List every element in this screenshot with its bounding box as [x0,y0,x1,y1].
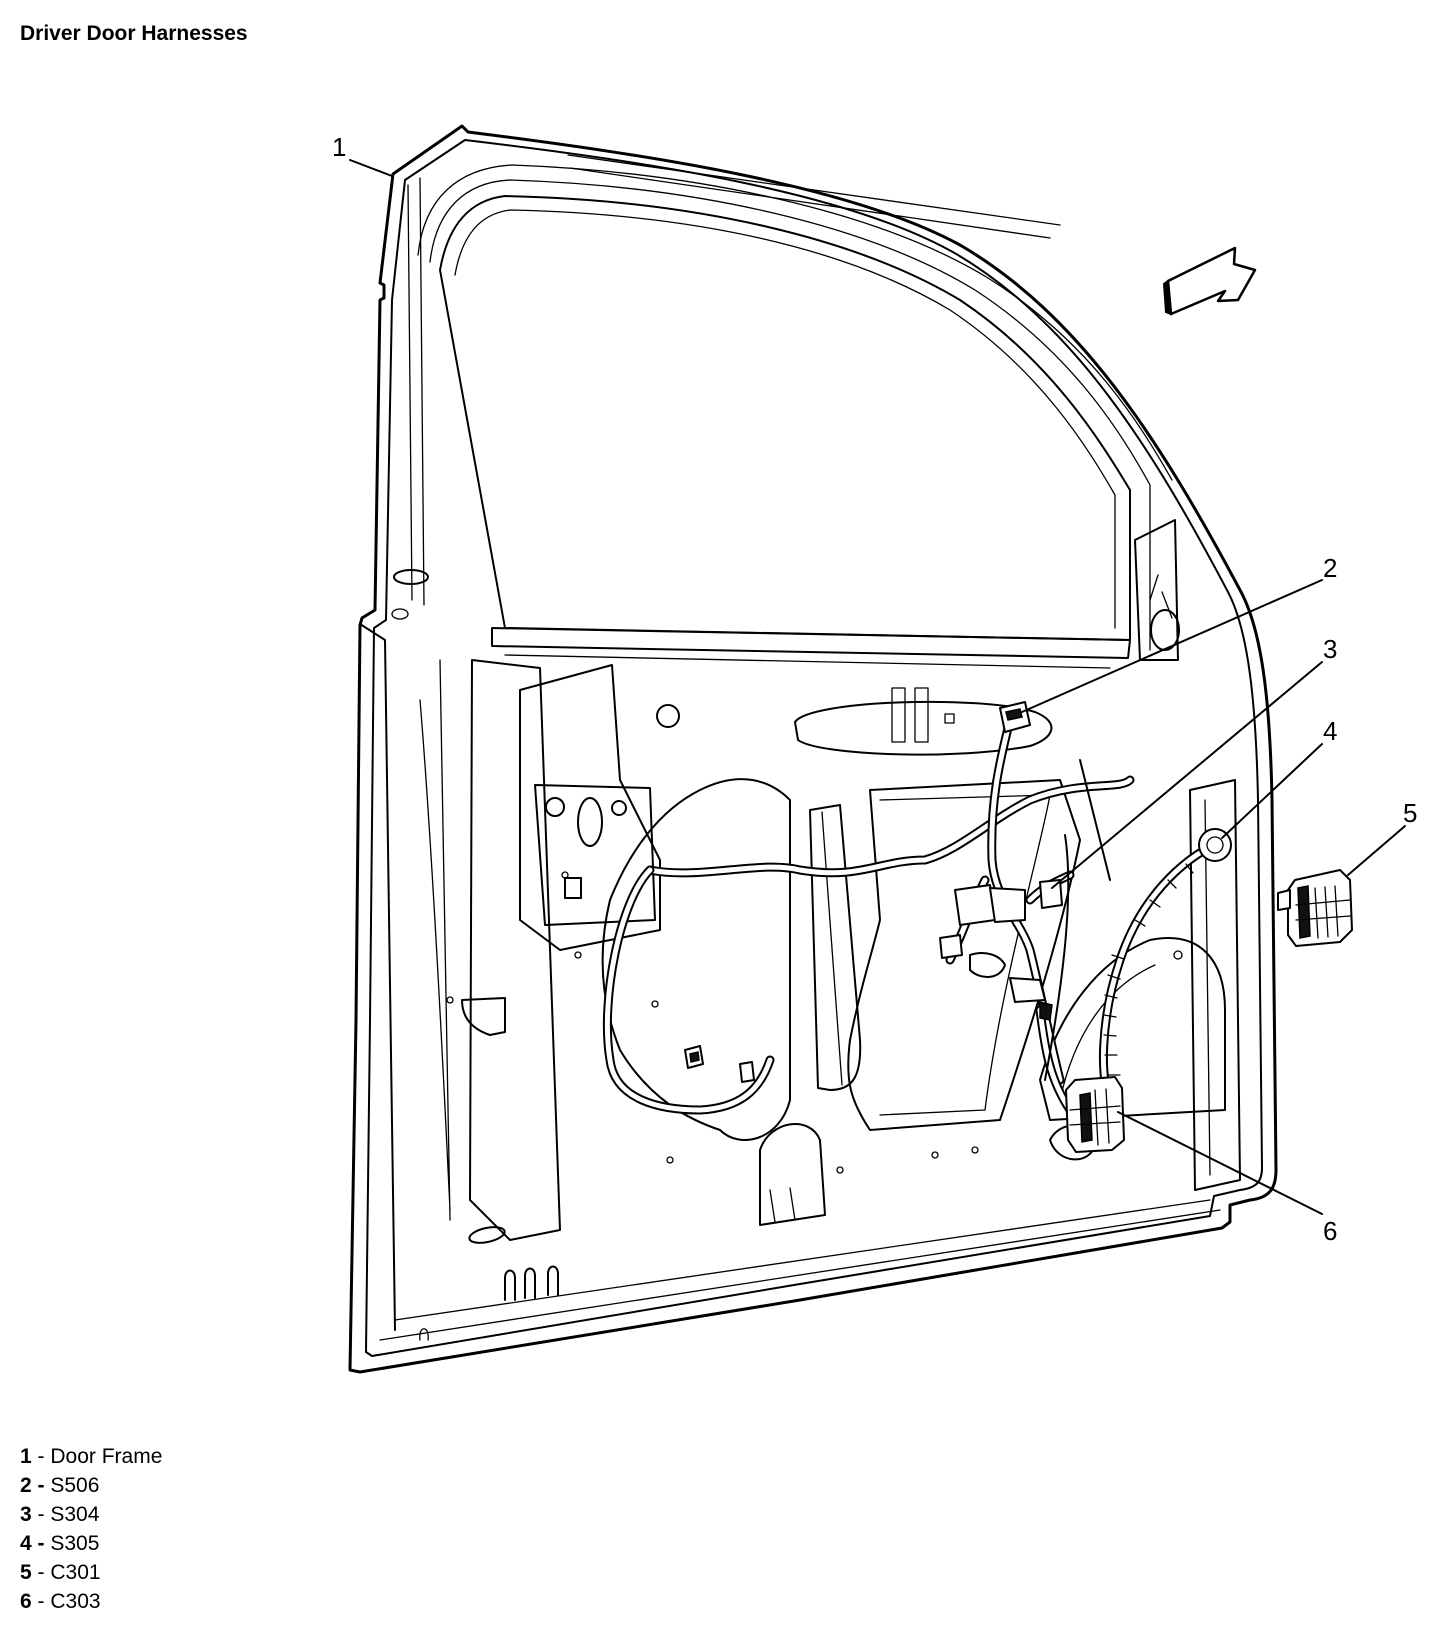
callout-5: 5 [1403,798,1417,828]
legend-item: 4 - S305 [20,1529,162,1558]
legend-separator: - [31,1445,51,1468]
legend-text: Door Frame [50,1445,163,1468]
legend-text: S304 [50,1503,100,1526]
door-frame [348,124,1278,1374]
legend-number: 1 [20,1445,32,1468]
front-direction-arrow [1166,246,1257,316]
front-direction-arrow-shade [1162,279,1173,316]
callout-2: 2 [1323,553,1337,583]
legend-item: 6 - C303 [20,1587,162,1616]
callout-1: 1 [332,132,346,162]
legend-text: C301 [50,1561,101,1584]
legend-number: 6 [20,1590,32,1613]
legend: 1 - Door Frame 2 - S506 3 - S304 4 - S30… [20,1442,162,1616]
connectors [684,701,1353,1153]
legend-item: 5 - C301 [20,1558,162,1587]
callout-3: 3 [1323,634,1337,664]
legend-separator: - [31,1503,51,1526]
legend-text: S506 [50,1474,100,1497]
inner-panel [419,519,1241,1301]
window-frame [417,154,1173,669]
legend-separator: - [31,1590,51,1613]
legend-number: 4 - [20,1532,45,1555]
callout-4: 4 [1323,716,1337,746]
leader-lines [349,159,1406,1215]
legend-number: 5 [20,1561,32,1584]
legend-number: 2 - [20,1474,45,1497]
legend-separator: - [31,1561,51,1584]
legend-text: C303 [50,1590,101,1613]
page-title: Driver Door Harnesses [20,22,248,45]
legend-number: 3 [20,1503,32,1526]
legend-item: 1 - Door Frame [20,1442,162,1471]
legend-item: 2 - S506 [20,1471,162,1500]
legend-text: S305 [50,1532,100,1555]
legend-item: 3 - S304 [20,1500,162,1529]
callout-6: 6 [1323,1216,1337,1246]
